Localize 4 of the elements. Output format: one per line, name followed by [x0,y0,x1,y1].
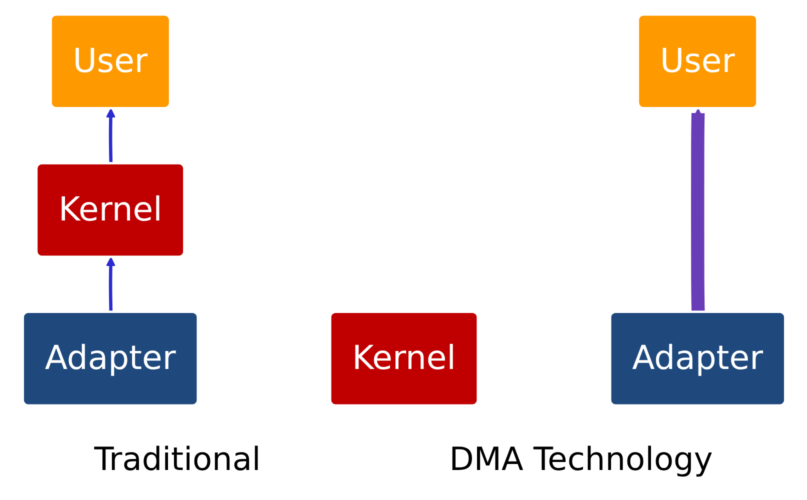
caption-text: Traditional [94,440,261,478]
arrow [105,256,116,312]
caption-text: DMA Technology [449,440,713,478]
arrow [105,108,116,164]
